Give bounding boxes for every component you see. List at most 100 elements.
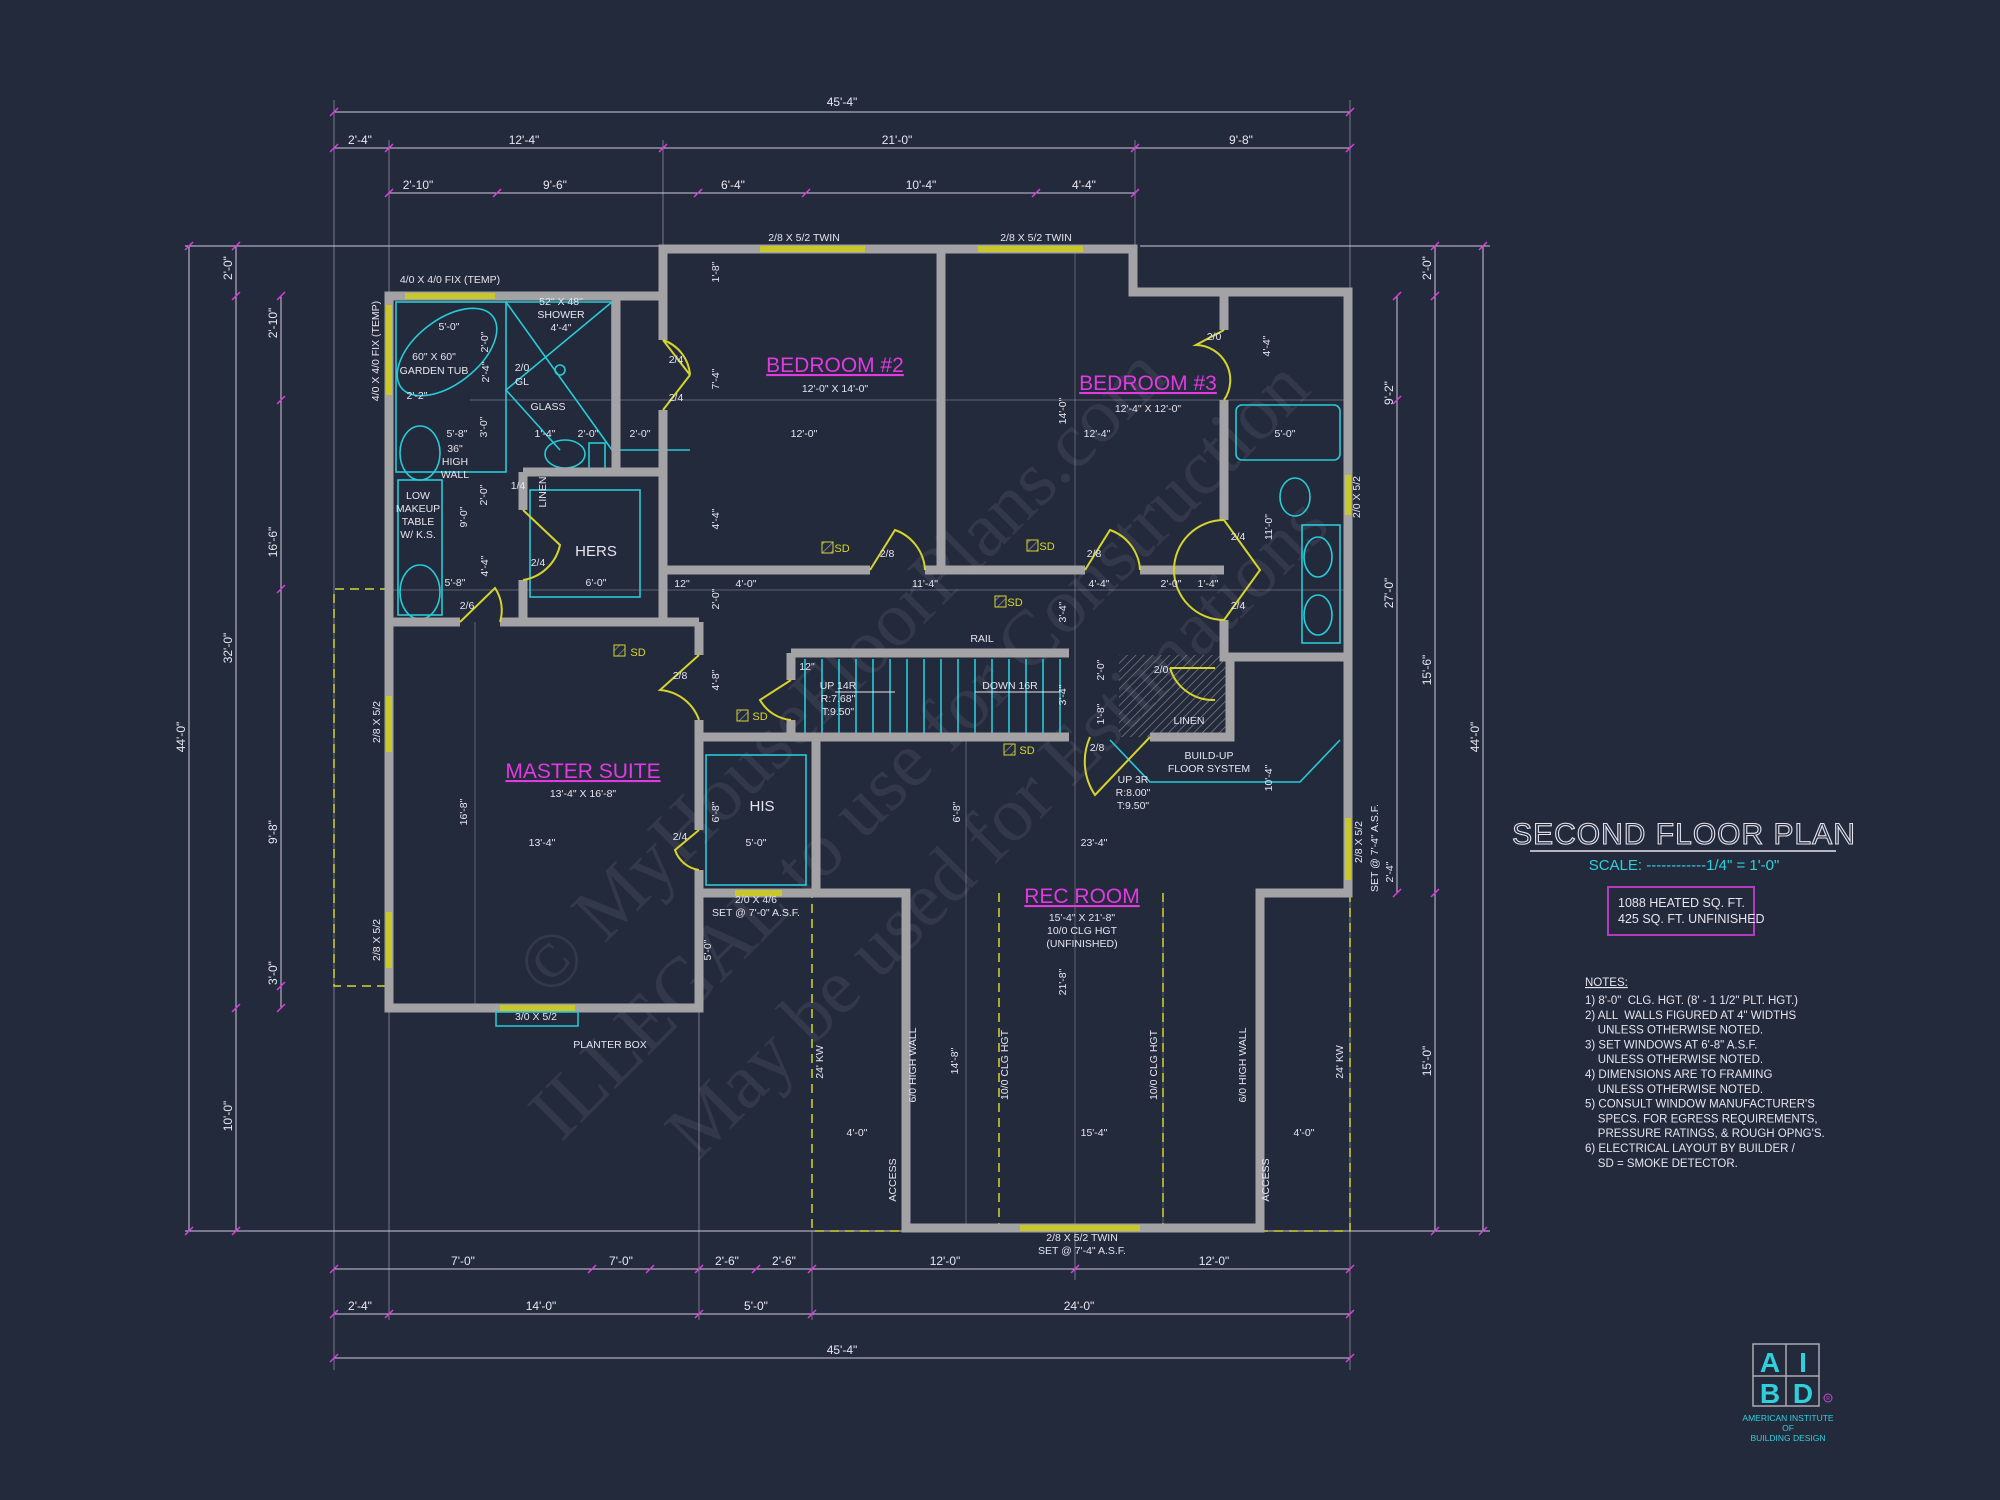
label-rec-room-20: 2/8 X 5/2 TWIN — [1046, 1232, 1118, 1244]
sink-icon — [1303, 536, 1333, 578]
note-line: UNLESS OTHERWISE NOTED. — [1585, 1054, 1763, 1066]
label-bedroom3-9: 2/0 X 5/2 — [1351, 476, 1363, 518]
dimension-tick — [1392, 395, 1402, 405]
label-master-bath-10: 2'-4" — [480, 361, 492, 382]
label-hall-stairs-14: DOWN 16R — [982, 680, 1038, 692]
label-master-suite-3: 16'-8" — [458, 798, 470, 825]
dimension-right-row2-2: 15'-0" — [1420, 1046, 1434, 1077]
note-line: 6) ELECTRICAL LAYOUT BY BUILDER / — [1585, 1143, 1796, 1155]
note-line: PRESSURE RATINGS, & ROUGH OPNG'S. — [1585, 1128, 1825, 1140]
watermark-line: © MyHouseFloorPlans.com — [499, 329, 1182, 1012]
dimension-tick — [807, 1309, 817, 1319]
label-hall-stairs-18: 2/0 — [1154, 664, 1169, 676]
dimension-top-row3-3: 10'-4" — [906, 178, 937, 192]
label-master-bath-18: 3'-0" — [478, 416, 490, 437]
label-hall-stairs-8: 3'-4" — [1057, 601, 1069, 622]
dimension-tick — [384, 1309, 394, 1319]
dimension-bottom-row2-3: 24'-0" — [1064, 1299, 1095, 1313]
dimension-tick — [231, 1003, 241, 1013]
label-bedroom2-4: 7'-4" — [710, 368, 722, 389]
dimension-tick — [231, 1226, 241, 1236]
label-rec-room-9: 15'-4" — [1081, 1127, 1108, 1139]
dimension-top-row2-0: 2'-4" — [348, 133, 372, 147]
label-hall-stairs-3: 4'-4" — [1089, 578, 1110, 590]
label-rec-room-3: (UNFINISHED) — [1046, 938, 1117, 950]
dimension-tick — [329, 143, 339, 153]
dimension-tick — [384, 188, 394, 198]
label-rec-room-4: 23'-4" — [1081, 837, 1108, 849]
label-bedroom3-11: 2/4 — [1231, 531, 1246, 543]
dimension-left-row2-1: 32'-0" — [221, 633, 235, 664]
notes-heading: NOTES: — [1585, 977, 1628, 989]
door-swing-icon — [1173, 519, 1262, 622]
label-bedroom3-13: 2/8 X 5/2 TWIN — [1000, 232, 1072, 244]
dimension-tick — [1430, 1226, 1440, 1236]
label-master-bath-9: 2'-0" — [479, 331, 491, 352]
dimension-left-row3-3: 3'-0" — [266, 961, 280, 985]
label-master-bath-12: GL — [515, 376, 529, 388]
label-master-bath-26: 1/4 — [511, 480, 526, 492]
label-master-bath-19: 36" — [447, 443, 463, 455]
dimension-right-row2-0: 2'-0" — [1420, 256, 1434, 280]
label-rec-room-1: 15'-4" X 21'-8" — [1049, 912, 1116, 924]
note-line: UNLESS OTHERWISE NOTED. — [1585, 1084, 1763, 1096]
label-rec-room-18: ACCESS — [887, 1158, 899, 1201]
label-bedroom3-8: 5'-0" — [1275, 428, 1296, 440]
dimension-tick — [807, 1264, 817, 1274]
label-master-suite-2: 13'-4" — [529, 837, 556, 849]
toilet-icon — [1279, 477, 1311, 517]
smoke-detectors — [613, 539, 1039, 756]
smoke-detector-icon — [821, 541, 834, 554]
label-bedroom2-6: SD — [834, 543, 849, 555]
sink-icon — [1303, 594, 1333, 636]
dimension-tick — [1478, 241, 1488, 251]
dimension-tick — [587, 1264, 597, 1274]
dimension-tick — [184, 1226, 194, 1236]
label-master-bath-4: 4'-4" — [551, 322, 572, 334]
label-bedroom3-4: SD — [1039, 541, 1054, 553]
dimension-bottom-row1-2: 2'-6" — [715, 1254, 739, 1268]
registered-mark-icon — [1823, 1393, 1833, 1403]
label-master-suite-6: 2/8 X 5/2 — [371, 919, 383, 961]
label-master-bath-29: 9'-0" — [458, 506, 470, 527]
label-master-bath-11: 2/0 — [515, 362, 530, 374]
label-master-bath-21: WALL — [441, 469, 469, 481]
label-rec-room-14: 10/0 CLG HGT — [999, 1029, 1011, 1100]
label-hall-stairs-11: UP 14R — [820, 680, 857, 692]
label-master-bath-22: LOW — [406, 490, 430, 502]
label-hall-stairs-28: 2/8 — [673, 670, 688, 682]
note-line: 2) ALL WALLS FIGURED AT 4" WIDTHS — [1585, 1010, 1796, 1022]
label-rec-room-16: 6/0 HIGH WALL — [1237, 1027, 1249, 1102]
label-hall-stairs-9: RAIL — [970, 633, 994, 645]
label-master-bath-24: TABLE — [402, 516, 434, 528]
label-master-bath-23: MAKEUP — [396, 503, 440, 515]
dimension-tick — [231, 241, 241, 251]
label-hall-stairs-5: 1'-4" — [1198, 578, 1219, 590]
dimension-tick — [329, 107, 339, 117]
note-line: 5) CONSULT WINDOW MANUFACTURER'S — [1585, 1099, 1815, 1111]
note-line: 3) SET WINDOWS AT 6'-8" A.S.F. — [1585, 1039, 1757, 1051]
staircase — [804, 659, 1061, 733]
plan-scale: SCALE: ------------1/4" = 1'-0" — [1589, 857, 1780, 874]
dimension-top-row2-1: 12'-4" — [509, 133, 540, 147]
label-master-bath-13: GLASS — [530, 401, 565, 413]
label-rec-room-12: 24' KW — [814, 1045, 826, 1079]
label-master-bath-20: HIGH — [442, 456, 468, 468]
label-rec-room-19: ACCESS — [1260, 1158, 1272, 1201]
smoke-detector-icon — [994, 595, 1007, 608]
label-hall-stairs-17: 1'-8" — [1095, 703, 1107, 724]
dimension-tick — [694, 1309, 704, 1319]
dimension-right-inner-1: 27'-0" — [1382, 578, 1396, 609]
label-rec-room-11: 4'-0" — [1294, 1127, 1315, 1139]
dimension-left-row3-2: 9'-8" — [266, 820, 280, 844]
dimension-bottom-row2-0: 2'-4" — [348, 1299, 372, 1313]
label-bedroom2-2: 12'-0" — [791, 428, 818, 440]
label-master-bath-0: 4/0 X 4/0 FIX (TEMP) — [400, 274, 500, 286]
label-hall-stairs-10: 12" — [799, 661, 815, 673]
dimension-tick — [751, 1264, 761, 1274]
dimension-dimensions-bottom-overall: 45'-4" — [827, 1343, 858, 1357]
sink-icon — [399, 564, 441, 620]
label-bedroom3-3: 14'-0" — [1057, 397, 1069, 424]
label-hall-stairs-21: FLOOR SYSTEM — [1168, 763, 1250, 775]
